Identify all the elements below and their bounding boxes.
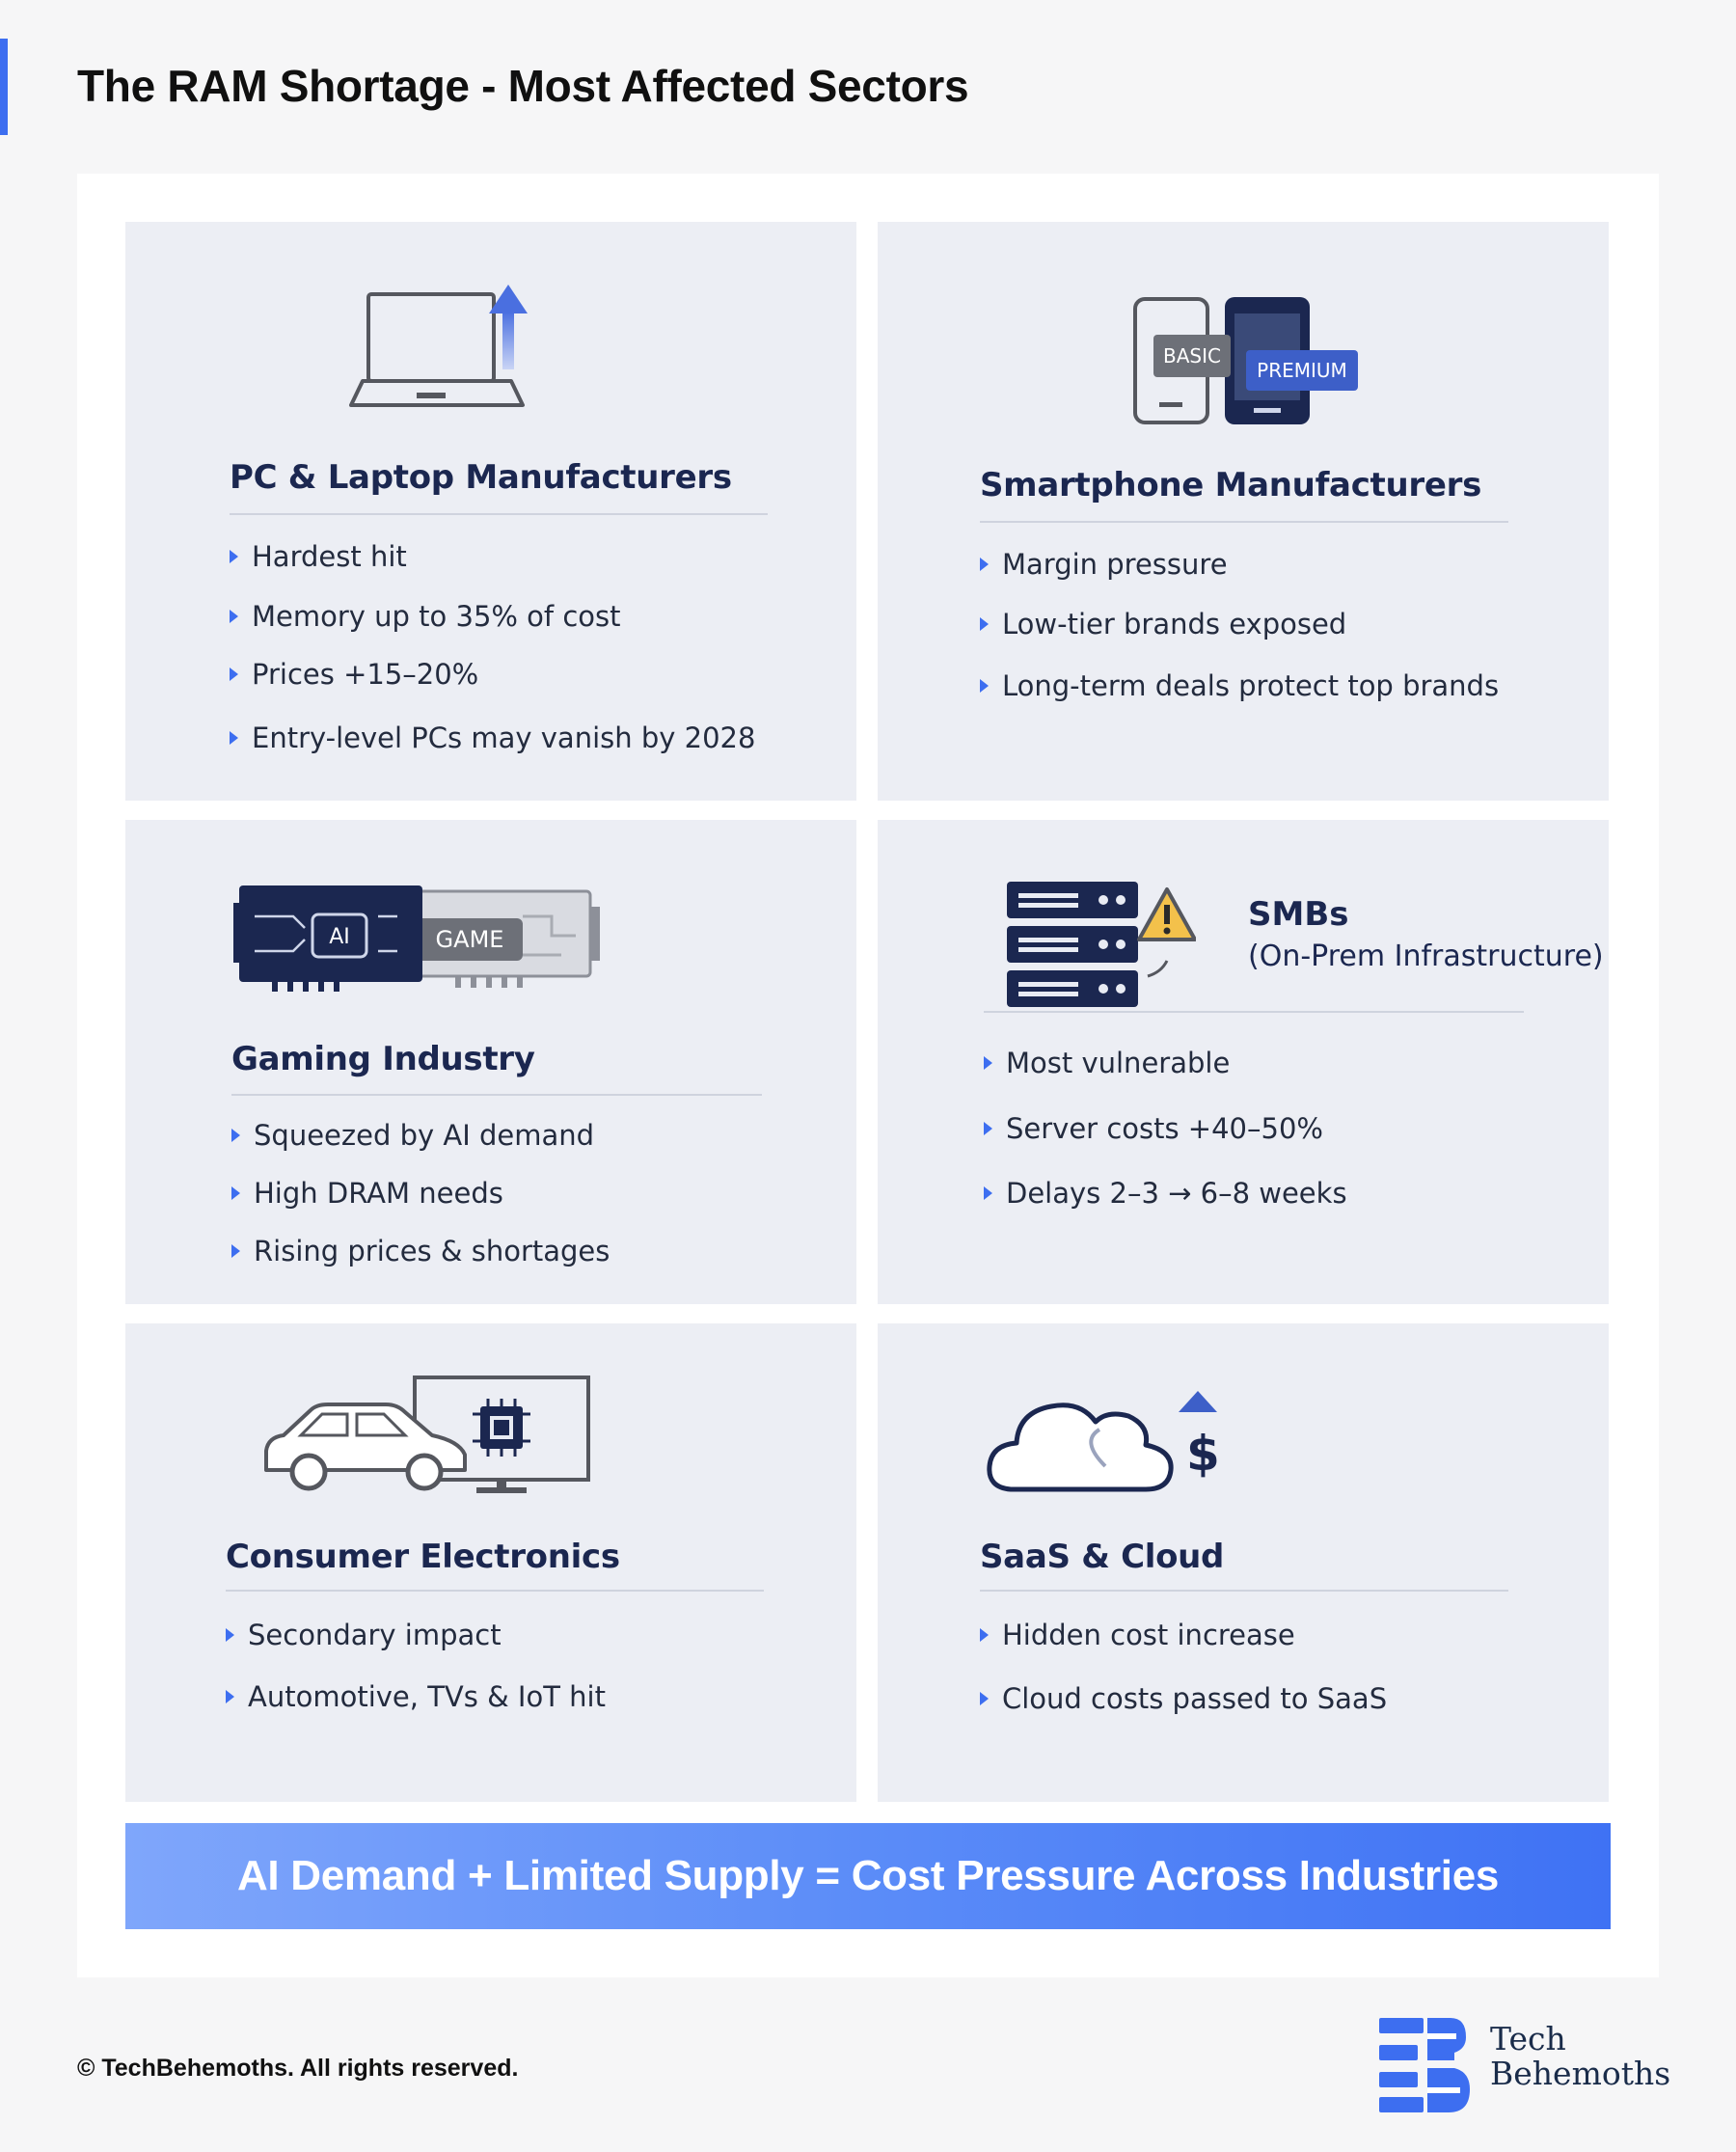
divider <box>984 1011 1524 1013</box>
bullet-item: Margin pressure <box>980 548 1228 581</box>
techbehemoths-logo-icon <box>1379 2018 1470 2112</box>
bullet-item: Delays 2–3 → 6–8 weeks <box>984 1177 1347 1210</box>
laptop-arrow-up-icon <box>349 285 528 407</box>
server-warning-icon <box>1007 882 1196 1007</box>
page-title: The RAM Shortage - Most Affected Sectors <box>77 61 969 111</box>
divider <box>980 1590 1508 1592</box>
bullet-item: Squeezed by AI demand <box>231 1119 594 1152</box>
bullet-item: Memory up to 35% of cost <box>230 600 621 633</box>
dollar-sign: $ <box>1186 1426 1220 1482</box>
smartphones-icon: BASIC PREMIUM <box>1133 297 1358 424</box>
bullet-item: Most vulnerable <box>984 1047 1230 1079</box>
sector-title: Smartphone Manufacturers <box>980 466 1482 504</box>
cloud-dollar-icon: $ <box>987 1391 1220 1492</box>
divider <box>231 1094 762 1096</box>
sector-title: PC & Laptop Manufacturers <box>230 458 732 497</box>
brand-name-line1: Tech <box>1490 2020 1566 2057</box>
sector-card-saas: $ SaaS & Cloud Hidden cost increase Clou… <box>878 1323 1609 1802</box>
bullet-item: Rising prices & shortages <box>231 1235 610 1267</box>
summary-banner: AI Demand + Limited Supply = Cost Pressu… <box>125 1823 1611 1929</box>
divider <box>980 521 1508 523</box>
copyright-text: © TechBehemoths. All rights reserved. <box>77 2055 519 2082</box>
gpu-cards-icon: GAME AI <box>233 885 600 992</box>
bullet-item: Automotive, TVs & IoT hit <box>226 1680 606 1713</box>
divider <box>230 513 768 515</box>
divider <box>226 1590 764 1592</box>
bullet-item: Hardest hit <box>230 540 407 573</box>
bullet-item: Secondary impact <box>226 1619 502 1651</box>
sector-card-smb: SMBs (On-Prem Infrastructure) Most vulne… <box>878 820 1609 1304</box>
header-accent-bar <box>0 39 8 135</box>
sector-title: Gaming Industry <box>231 1040 535 1078</box>
bullet-item: Hidden cost increase <box>980 1619 1295 1651</box>
bullet-item: Low-tier brands exposed <box>980 608 1346 640</box>
car-tv-chip-icon <box>264 1376 590 1493</box>
sector-title: Consumer Electronics <box>226 1538 620 1576</box>
brand-name: Tech Behemoths <box>1490 2022 1670 2091</box>
bullet-item: Entry-level PCs may vanish by 2028 <box>230 722 755 754</box>
brand-name-line2: Behemoths <box>1490 2055 1671 2092</box>
sector-card-consumer: Consumer Electronics Secondary impact Au… <box>125 1323 856 1802</box>
bullet-item: Prices +15–20% <box>230 658 478 691</box>
basic-label: BASIC <box>1163 344 1221 368</box>
sector-title: SaaS & Cloud <box>980 1538 1225 1576</box>
bullet-item: High DRAM needs <box>231 1177 503 1210</box>
premium-label: PREMIUM <box>1257 359 1347 382</box>
game-label: GAME <box>436 926 504 953</box>
sector-title: SMBs <box>1248 895 1349 934</box>
sector-subtitle: (On-Prem Infrastructure) <box>1248 940 1604 973</box>
sector-card-pc: PC & Laptop Manufacturers Hardest hit Me… <box>125 222 856 801</box>
bullet-item: Server costs +40–50% <box>984 1112 1323 1145</box>
bullet-item: Cloud costs passed to SaaS <box>980 1682 1387 1715</box>
sector-card-gaming: GAME AI Gaming Industry Squeezed by AI d… <box>125 820 856 1304</box>
sector-card-smartphone: BASIC PREMIUM Smartphone Manufacturers M… <box>878 222 1609 801</box>
bullet-item: Long-term deals protect top brands <box>980 669 1499 702</box>
ai-label: AI <box>329 925 350 949</box>
